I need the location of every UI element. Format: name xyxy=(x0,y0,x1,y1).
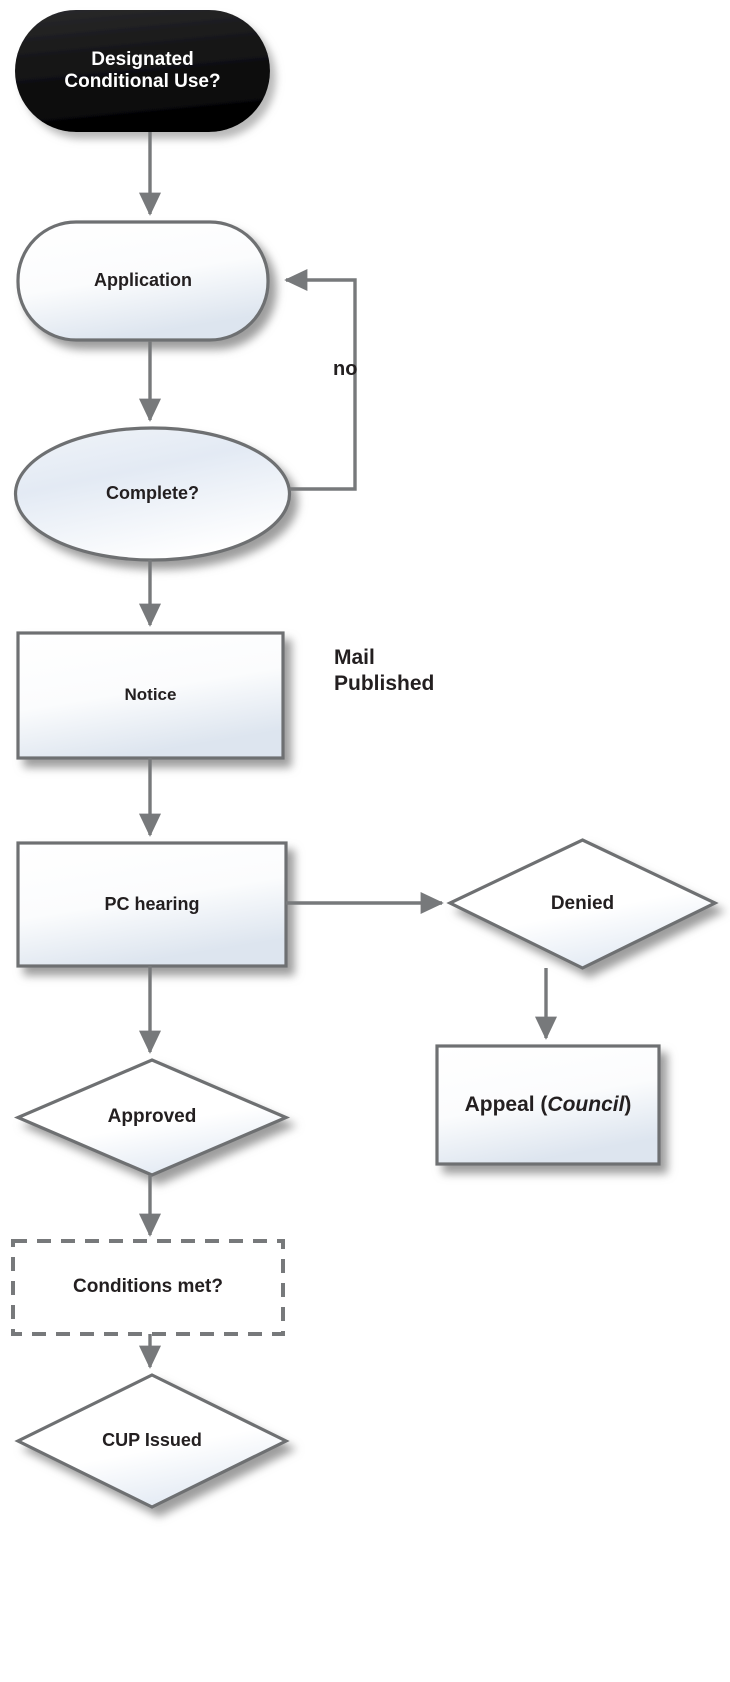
connector-complete-no-loop xyxy=(284,268,357,491)
start-node-shape xyxy=(15,10,270,132)
cup-issued-node-shape xyxy=(14,1373,290,1509)
node-approved xyxy=(13,1058,291,1177)
notice-node-shape xyxy=(16,631,285,760)
node-appeal-council xyxy=(435,1044,661,1166)
no-edge-label: no xyxy=(333,358,358,380)
application-node-shape xyxy=(16,220,270,342)
appeal-council-node-shape xyxy=(435,1044,661,1166)
complete-node-shape xyxy=(13,426,292,562)
conditions-met-node-shape xyxy=(11,1239,285,1336)
node-start xyxy=(15,10,270,132)
node-cup-issued xyxy=(14,1373,290,1509)
node-conditions-met xyxy=(11,1239,285,1336)
node-denied xyxy=(446,838,719,970)
node-notice xyxy=(16,631,285,760)
notice-methods-annotation: Mail Published xyxy=(334,646,435,695)
approved-node-shape xyxy=(13,1058,291,1177)
node-complete xyxy=(13,426,292,562)
pc-hearing-node-shape xyxy=(16,841,288,968)
node-application xyxy=(16,220,270,342)
denied-node-shape xyxy=(446,838,719,970)
node-pc-hearing xyxy=(16,841,288,968)
